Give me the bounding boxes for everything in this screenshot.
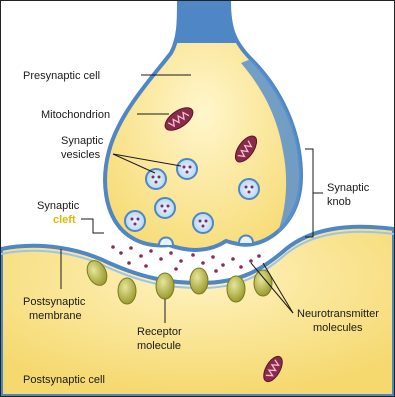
vesicle-fusion-left xyxy=(159,238,173,246)
label-synaptic-knob-line2: knob xyxy=(327,196,351,208)
label-synaptic-cleft-line2: cleft xyxy=(53,214,76,226)
label-postsynaptic-membrane-line2: membrane xyxy=(29,310,82,322)
label-receptor-molecule-line1: Receptor xyxy=(137,326,182,338)
label-mitochondrion: Mitochondrion xyxy=(41,109,110,121)
label-synaptic-cleft-line1: Synaptic xyxy=(37,200,80,212)
axon-blue-sheath xyxy=(173,1,237,43)
label-receptor-molecule-line2: molecule xyxy=(137,340,181,352)
leader-cleft xyxy=(81,219,104,233)
label-postsynaptic-membrane-line1: Postsynaptic xyxy=(23,296,86,308)
label-neurotransmitter-line2: molecules xyxy=(313,322,363,334)
label-synaptic-knob-line1: Synaptic xyxy=(327,182,370,194)
label-synaptic-vesicles-line2: vesicles xyxy=(61,149,101,161)
label-synaptic-vesicles-line1: Synaptic xyxy=(61,135,104,147)
label-neurotransmitter-line1: Neurotransmitter xyxy=(297,308,379,320)
vesicle-fusion-right xyxy=(239,236,253,244)
synaptic-knob-bracket xyxy=(305,149,313,237)
label-presynaptic-cell: Presynaptic cell xyxy=(23,70,100,82)
label-postsynaptic-cell: Postsynaptic cell xyxy=(23,374,105,386)
